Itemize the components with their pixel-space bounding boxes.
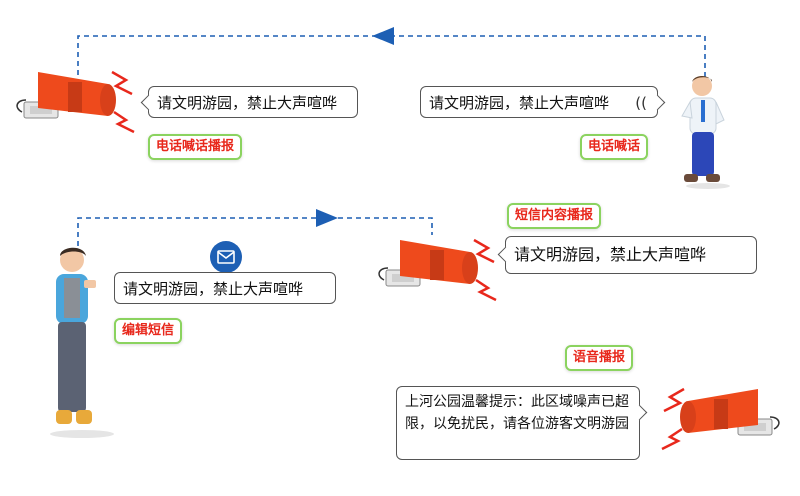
message-bubble: 请文明游园，禁止大声喧哗 bbox=[140, 86, 358, 118]
message-bubble: 请文明游园，禁止大声喧哗 bbox=[497, 236, 757, 274]
label-text: 编辑短信 bbox=[122, 323, 175, 338]
top-flow-arrow bbox=[372, 27, 394, 45]
horn-speaker-icon bbox=[378, 238, 497, 302]
message-text: 请文明游园，禁止大声喧哗 bbox=[429, 94, 610, 112]
horn-speaker-icon bbox=[16, 70, 135, 134]
label-text: 语音播报 bbox=[573, 350, 626, 365]
message-text: 请文明游园，禁止大声喧哗 bbox=[157, 94, 338, 112]
message-text: 请文明游园，禁止大声喧哗 bbox=[123, 280, 304, 298]
message-text: 上河公园温馨提示：此区域噪声已超限，以免扰民，请各位游客文明游园 bbox=[405, 394, 629, 432]
label-sms-broadcast: 短信内容播报 bbox=[507, 203, 602, 229]
label-text: 电话喊话 bbox=[588, 139, 641, 154]
label-phone-broadcast: 电话喊话播报 bbox=[148, 134, 243, 160]
label-text: 电话喊话播报 bbox=[156, 139, 235, 154]
horn-speaker-icon bbox=[661, 387, 780, 451]
middle-flow-arrow bbox=[316, 209, 338, 227]
label-phone-call: 电话喊话 bbox=[580, 134, 649, 160]
message-bubble: 上河公园温馨提示：此区域噪声已超限，以免扰民，请各位游客文明游园 bbox=[396, 386, 648, 460]
label-voice-broadcast: 语音播报 bbox=[565, 345, 634, 371]
person-texting-icon bbox=[50, 247, 114, 438]
sound-wave-icon: (( bbox=[635, 94, 647, 112]
person-phone-call-icon bbox=[681, 76, 730, 189]
message-bubble: 请文明游园，禁止大声喧哗 (( bbox=[420, 86, 666, 118]
label-edit-sms: 编辑短信 bbox=[114, 318, 183, 344]
label-text: 短信内容播报 bbox=[515, 208, 594, 223]
middle-flow-line bbox=[77, 217, 433, 255]
envelope-icon bbox=[210, 241, 242, 273]
message-bubble: 请文明游园，禁止大声喧哗 bbox=[114, 272, 336, 304]
message-text: 请文明游园，禁止大声喧哗 bbox=[514, 245, 707, 264]
